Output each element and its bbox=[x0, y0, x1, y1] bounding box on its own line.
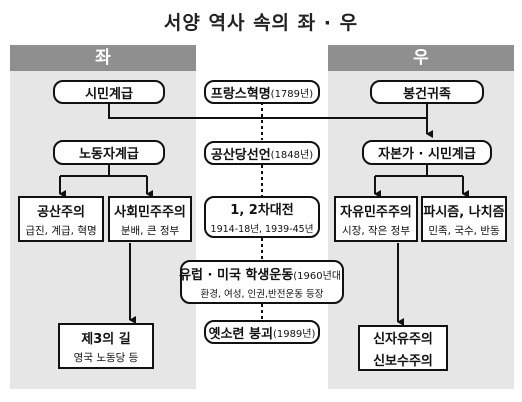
manifesto-label: 공산당선언 bbox=[210, 147, 271, 163]
citizen-to-capitalist-arrow bbox=[108, 103, 433, 138]
capitalist-class-box: 자본가 · 시민계급 bbox=[362, 140, 492, 165]
aristocracy-label: 봉건귀족 bbox=[403, 86, 451, 102]
manifesto-box: 공산당선언(1848년) bbox=[204, 141, 320, 165]
communism-label: 공산주의 bbox=[37, 204, 85, 220]
capitalist-class-label: 자본가 · 시민계급 bbox=[378, 147, 476, 162]
neo-box: 신자유주의 신보수주의 bbox=[358, 325, 448, 371]
left-header: 좌 bbox=[10, 45, 196, 71]
liberal-democracy-box: 자유민주주의 시장, 작은 정부 bbox=[334, 196, 418, 242]
thirdway-box: 제3의 길 영국 노동당 등 bbox=[58, 323, 154, 369]
fascism-box: 파시즘, 나치즘 민족, 국수, 반동 bbox=[421, 196, 507, 242]
socialdem-sub: 분배, 큰 정부 bbox=[120, 224, 180, 237]
manifesto-year: (1848년) bbox=[270, 149, 314, 161]
neoconservatism-label: 신보수주의 bbox=[373, 353, 433, 369]
french-revolution-year: (1789년) bbox=[270, 88, 314, 100]
student-movement-label: 유럽 · 미국 학생운동 bbox=[179, 268, 294, 283]
citizen-class-label: 시민계급 bbox=[85, 86, 133, 102]
thirdway-label: 제3의 길 bbox=[81, 331, 131, 347]
french-revolution-box: 프랑스혁명(1789년) bbox=[204, 80, 320, 104]
soviet-collapse-box: 옛소련 붕괴(1989년) bbox=[204, 320, 320, 344]
right-header: 우 bbox=[328, 45, 514, 71]
fascism-label: 파시즘, 나치즘 bbox=[423, 204, 505, 220]
labor-class-box: 노동자계급 bbox=[53, 140, 165, 165]
student-movement-title: 유럽 · 미국 학생운동(1960년대) bbox=[179, 264, 345, 283]
world-wars-sub: 1914-18년, 1939-45년 bbox=[210, 224, 314, 235]
liberal-democracy-sub: 시장, 작은 정부 bbox=[342, 224, 410, 237]
aristocracy-box: 봉건귀족 bbox=[370, 80, 484, 104]
student-movement-box: 유럽 · 미국 학생운동(1960년대) 환경, 여성, 인권,반전운동 등장 bbox=[179, 260, 345, 304]
student-movement-year: (1960년대) bbox=[293, 271, 345, 282]
communism-box: 공산주의 급진, 계급, 혁명 bbox=[18, 196, 104, 242]
thirdway-sub: 영국 노동당 등 bbox=[73, 351, 139, 364]
french-revolution-label: 프랑스혁명 bbox=[210, 86, 271, 102]
socialdem-box: 사회민주주의 분배, 큰 정부 bbox=[108, 196, 192, 242]
diagram-title: 서양 역사 속의 좌 · 우 bbox=[163, 12, 359, 34]
neoliberalism-label: 신자유주의 bbox=[373, 331, 433, 347]
liberal-democracy-label: 자유민주주의 bbox=[340, 204, 412, 220]
soviet-collapse-year: (1989년) bbox=[272, 328, 316, 340]
world-wars-box: 1, 2차대전 1914-18년, 1939-45년 bbox=[204, 196, 320, 238]
student-movement-sub: 환경, 여성, 인권,반전운동 등장 bbox=[200, 289, 324, 300]
communism-sub: 급진, 계급, 혁명 bbox=[25, 224, 97, 237]
fascism-sub: 민족, 국수, 반동 bbox=[428, 224, 500, 237]
soviet-collapse-label: 옛소련 붕괴 bbox=[208, 326, 273, 342]
citizen-class-box: 시민계급 bbox=[53, 80, 165, 104]
world-wars-label: 1, 2차대전 bbox=[230, 203, 294, 218]
labor-class-label: 노동자계급 bbox=[79, 147, 139, 162]
socialdem-label: 사회민주주의 bbox=[114, 204, 186, 220]
